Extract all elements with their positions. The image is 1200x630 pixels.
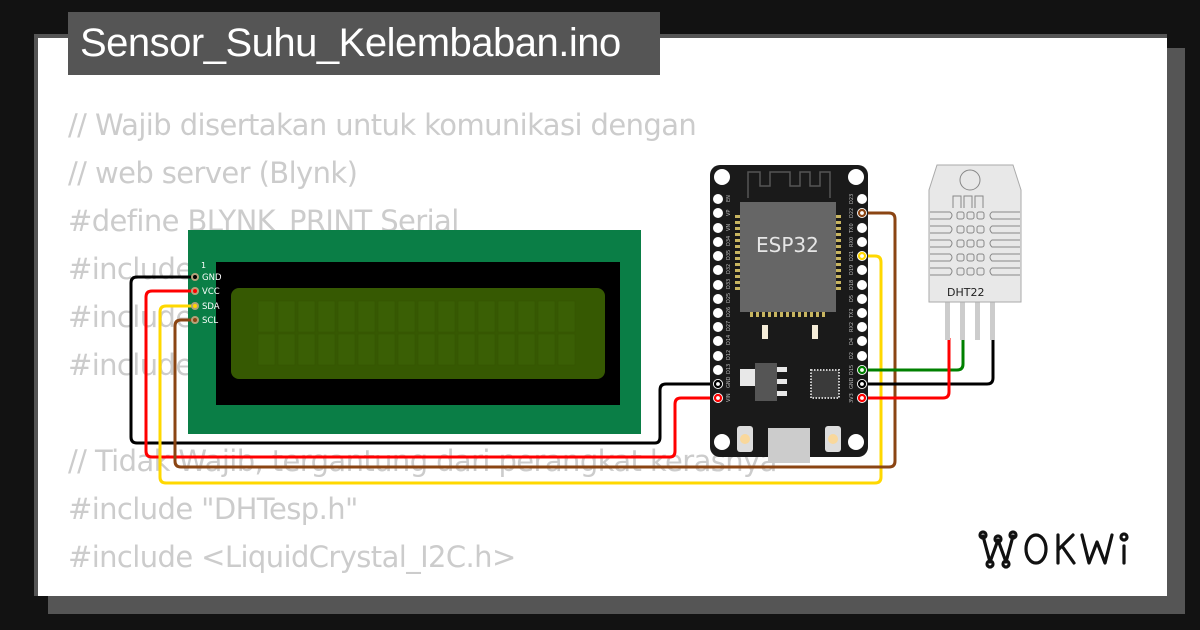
pin-label: D15 (849, 365, 855, 375)
pin-label: D5 (849, 295, 855, 302)
lcd-pin1-label: 1 (201, 261, 206, 270)
file-title-tab: Sensor_Suhu_Kelembaban.ino (68, 12, 660, 75)
lcd-pin-gnd: GND (202, 273, 222, 283)
esp32-devkit[interactable]: ESP32 EN VP VN D34 D35 D32 D33 D25 D26 D… (710, 165, 868, 463)
pin-label: D13 (726, 364, 732, 374)
pin-label: D34 (726, 236, 732, 246)
pin-label: D4 (849, 338, 855, 345)
lcd-1602-i2c[interactable]: 1 GND VCC SDA SCL (188, 230, 641, 434)
pin-label: D27 (726, 321, 732, 331)
code-line: #include <LiquidCrystal_I2C.h> (68, 540, 516, 574)
pin-label: D35 (726, 250, 732, 260)
dht22-label: DHT22 (947, 286, 984, 299)
file-title: Sensor_Suhu_Kelembaban.ino (80, 21, 621, 65)
pin-label: TX2 (849, 308, 855, 319)
pin-label: RX2 (849, 322, 855, 332)
esp32-pin-headers (713, 194, 867, 403)
lcd-character-cells (257, 300, 576, 366)
pin-label: D19 (849, 265, 855, 275)
pin-label: D23 (849, 194, 855, 204)
pin-label: D32 (726, 264, 732, 274)
pin-label: D12 (726, 350, 732, 360)
pin-label: EN (726, 195, 732, 202)
lcd-pin-sda: SDA (202, 302, 220, 312)
code-line: // web server (Blynk) (68, 156, 358, 190)
pin-label: VP (726, 210, 732, 216)
wires (129, 211, 995, 485)
pin-label: D25 (726, 293, 732, 303)
lcd-pin-vcc: VCC (202, 287, 220, 297)
code-line: // Tidak Wajib, tergantung dari perangka… (68, 444, 777, 478)
pin-label: VN (726, 224, 732, 231)
wokwi-logo-text: WOKWI (978, 526, 982, 527)
code-line: // Wajib disertakan untuk komunikasi den… (68, 108, 697, 142)
lcd-pin-headers (191, 273, 199, 324)
pin-label: D18 (849, 280, 855, 290)
pin-label: D21 (849, 251, 855, 261)
dht22-sensor[interactable]: DHT22 (928, 164, 1022, 340)
code-line: #include "DHTesp.h" (68, 492, 358, 526)
pin-label: RX0 (849, 237, 855, 247)
pin-label: GND (726, 376, 732, 388)
pin-label: D22 (849, 208, 855, 218)
lcd-pin-scl: SCL (202, 316, 218, 326)
pin-label: D2 (849, 352, 855, 359)
pin-label: D26 (726, 307, 732, 317)
wokwi-logo: WOKWI (978, 526, 1129, 569)
esp32-module-pads (735, 215, 841, 317)
pin-label: TX0 (849, 223, 855, 234)
pin-label: VIN (726, 393, 732, 402)
pin-label: D33 (726, 279, 732, 289)
dht22-vents (930, 211, 1020, 276)
pin-label: D14 (726, 335, 732, 345)
pin-label: GND (849, 377, 855, 389)
code-line: #define BLYNK_PRINT Serial (68, 204, 459, 238)
esp32-label: ESP32 (756, 233, 819, 257)
pin-label: 3V3 (849, 393, 855, 403)
